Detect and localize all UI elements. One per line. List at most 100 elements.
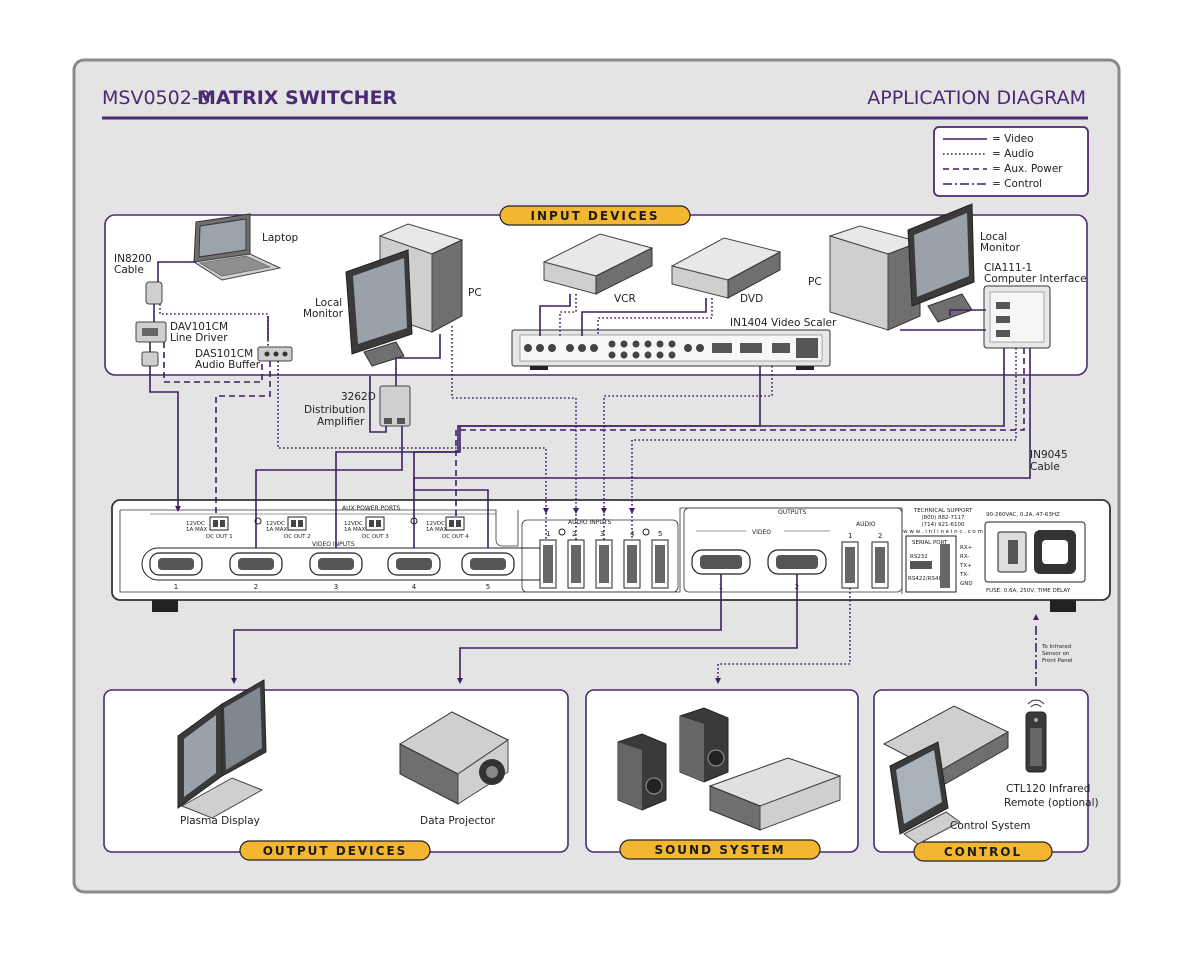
cia111-label-2: Computer Interface — [984, 273, 1087, 285]
local-monitor-right — [907, 203, 975, 323]
svg-text:4: 4 — [412, 583, 417, 591]
serial-pin-3: TX+ — [959, 563, 972, 569]
control-system-label: Control System — [950, 820, 1030, 832]
laptop-label: Laptop — [262, 232, 298, 244]
rs422-label: RS422/RS485 — [908, 576, 946, 582]
dc-out-4-label: DC OUT 4 — [442, 534, 469, 540]
video-input-3: 3 — [309, 552, 363, 591]
dav101cm-label-1: DAV101CM — [170, 321, 228, 333]
das101cm-label-1: DAS101CM — [195, 348, 253, 360]
tech-support-2: (800) 882-7117 — [921, 515, 965, 521]
svg-text:2: 2 — [572, 530, 576, 538]
in9045-label-2: Cable — [1030, 461, 1060, 473]
ir-sensor-label-1: To Infrared — [1041, 644, 1071, 650]
legend-box — [933, 126, 1089, 197]
video-input-1: 1 — [149, 552, 203, 591]
input-badge-label: INPUT DEVICES — [531, 209, 660, 223]
dc-out-1: 12VDC 1A MAX DC OUT 1 — [186, 516, 233, 540]
svg-text:5: 5 — [658, 530, 662, 538]
dvd-device — [670, 237, 782, 299]
svg-text:12VDC: 12VDC — [426, 521, 445, 527]
legend-control-label: = Control — [992, 178, 1042, 190]
speaker-left — [617, 733, 667, 811]
ctl120-label-2: Remote (optional) — [1004, 797, 1099, 809]
plasma-display-device — [177, 679, 267, 819]
cables-output — [175, 506, 1039, 688]
output-badge-label: OUTPUT DEVICES — [263, 844, 408, 858]
power-spec: 90-260VAC, 0.2A, 47-63HZ — [986, 512, 1060, 518]
audio-output-1: 1 — [841, 532, 859, 589]
das101cm-label-2: Audio Buffer — [195, 359, 261, 371]
local-monitor-left-label-2: Monitor — [303, 308, 344, 320]
title-model: MSV0502-3 — [102, 87, 211, 109]
sound-badge — [619, 839, 821, 860]
vcr-device — [542, 233, 654, 295]
amplifier-rack — [708, 757, 842, 831]
outputs-audio-label: AUDIO — [856, 521, 876, 528]
audio-input-2: 2 — [567, 530, 585, 589]
video-input-2: 2 — [229, 552, 283, 591]
outputs-label: OUTPUTS — [778, 509, 806, 516]
control-badge-label: CONTROL — [944, 845, 1022, 859]
tech-support-1: TECHNICAL SUPPORT — [913, 508, 973, 514]
in1404-scaler-device — [511, 329, 831, 370]
serial-pin-1: RX+ — [960, 545, 973, 551]
pc-left-device — [378, 223, 464, 333]
ctl120-remote-device — [1025, 699, 1047, 773]
tech-support-4: w w w . i n l i n e i n c . c o m — [903, 529, 983, 535]
audio-inputs-label: AUDIO INPUTS — [568, 519, 611, 526]
in1404-label: IN1404 Video Scaler — [730, 317, 837, 329]
da3262d-label-3: Amplifier — [317, 416, 365, 428]
sound-badge-label: SOUND SYSTEM — [654, 843, 785, 857]
serial-port-label: SERIAL PORT — [912, 540, 948, 546]
pc-left-label: PC — [468, 287, 482, 299]
video-input-5: 5 — [461, 552, 515, 591]
svg-text:1: 1 — [546, 530, 550, 538]
rs232-label: RS232 — [910, 554, 928, 560]
legend-video-label: = Video — [992, 133, 1034, 145]
dav-vga-plug — [141, 351, 159, 367]
pc-right-device — [828, 225, 922, 331]
svg-text:4: 4 — [630, 530, 635, 538]
svg-text:12VDC: 12VDC — [266, 521, 285, 527]
output-badge — [239, 840, 431, 861]
control-badge — [913, 841, 1053, 862]
svg-text:12VDC: 12VDC — [344, 521, 363, 527]
svg-text:1A MAX: 1A MAX — [186, 527, 208, 533]
audio-input-5: 5 — [651, 530, 669, 589]
dc-out-3-label: DC OUT 3 — [362, 534, 389, 540]
da3262d-label-2: Distribution — [304, 404, 365, 416]
serial-pin-5: GND — [960, 581, 973, 587]
aux-power-label: AUX POWER PORTS — [342, 505, 400, 512]
svg-text:2: 2 — [254, 583, 258, 591]
svg-text:3: 3 — [334, 583, 338, 591]
fuse-spec: FUSE: 0.6A, 250V, TIME DELAY — [986, 588, 1071, 594]
svg-text:1: 1 — [174, 583, 178, 591]
svg-text:5: 5 — [486, 583, 490, 591]
video-input-4: 4 — [387, 552, 441, 591]
legend: = Video = Audio = Aux. Power = Control — [933, 126, 1089, 197]
in8200-connector — [145, 281, 163, 305]
serial-pin-4: TX- — [959, 572, 969, 578]
input-badge — [499, 205, 691, 226]
svg-text:1: 1 — [848, 532, 852, 540]
svg-text:3: 3 — [600, 530, 604, 538]
matrix-switcher: AUX POWER PORTS 12VDC 1A MAX DC OUT 1 12… — [111, 499, 1111, 612]
dc-out-2-label: DC OUT 2 — [284, 534, 311, 540]
ctl120-label-1: CTL120 Infrared — [1006, 783, 1090, 795]
header: MSV0502-3 MATRIX SWITCHER APPLICATION DI… — [102, 87, 1088, 120]
dvd-label: DVD — [740, 293, 763, 305]
laptop-device: Laptop — [192, 213, 298, 281]
local-monitor-right-label-1: Local — [980, 231, 1007, 243]
svg-text:12VDC: 12VDC — [186, 521, 205, 527]
dc-out-1-label: DC OUT 1 — [206, 534, 233, 540]
da3262d-device — [379, 385, 411, 427]
cia111-label-1: CIA111-1 — [984, 262, 1032, 274]
serial-pin-2: RX- — [960, 554, 969, 560]
video-inputs-label: VIDEO INPUTS — [312, 541, 355, 548]
in8200-label-2: Cable — [114, 264, 144, 276]
audio-output-2: 2 — [871, 532, 889, 589]
local-monitor-right-label-2: Monitor — [980, 242, 1021, 254]
svg-text:2: 2 — [878, 532, 882, 540]
